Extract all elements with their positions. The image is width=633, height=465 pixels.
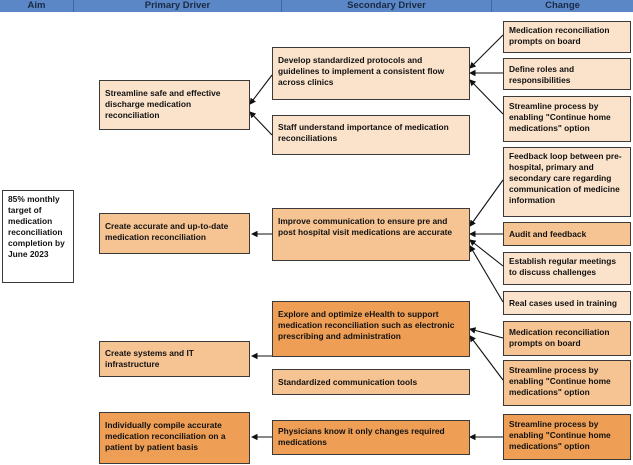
change-6: Establish regular meetings to discuss ch… <box>503 252 631 285</box>
secondary-driver-3: Improve communication to ensure pre and … <box>272 208 470 261</box>
change-4: Feedback loop between pre-hospital, prim… <box>503 147 631 217</box>
change-8: Medication reconciliation prompts on boa… <box>503 321 631 356</box>
primary-driver-4: Individually compile accurate medication… <box>99 412 250 464</box>
header-secondary-driver: Secondary Driver <box>282 0 492 12</box>
change-5: Audit and feedback <box>503 222 631 246</box>
change-1: Medication reconciliation prompts on boa… <box>503 21 631 53</box>
change-2: Define roles and responsibilities <box>503 58 631 90</box>
change-10: Streamline process by enabling "Continue… <box>503 414 631 460</box>
aim-box: 85% monthly target of medication reconci… <box>2 190 74 283</box>
primary-driver-3: Create systems and IT infrastructure <box>99 341 250 377</box>
secondary-driver-1: Develop standardized protocols and guide… <box>272 47 470 100</box>
primary-driver-1: Streamline safe and effective discharge … <box>99 80 250 130</box>
header-change: Change <box>492 0 633 12</box>
secondary-driver-5: Standardized communication tools <box>272 369 470 395</box>
change-9: Streamline process by enabling "Continue… <box>503 360 631 406</box>
header-aim: Aim <box>0 0 74 12</box>
change-7: Real cases used in training <box>503 291 631 315</box>
primary-driver-2: Create accurate and up-to-date medicatio… <box>99 213 250 254</box>
change-3: Streamline process by enabling "Continue… <box>503 96 631 142</box>
secondary-driver-6: Physicians know it only changes required… <box>272 420 470 455</box>
header-primary-driver: Primary Driver <box>74 0 282 12</box>
secondary-driver-4: Explore and optimize eHealth to support … <box>272 301 470 357</box>
secondary-driver-2: Staff understand importance of medicatio… <box>272 115 470 155</box>
